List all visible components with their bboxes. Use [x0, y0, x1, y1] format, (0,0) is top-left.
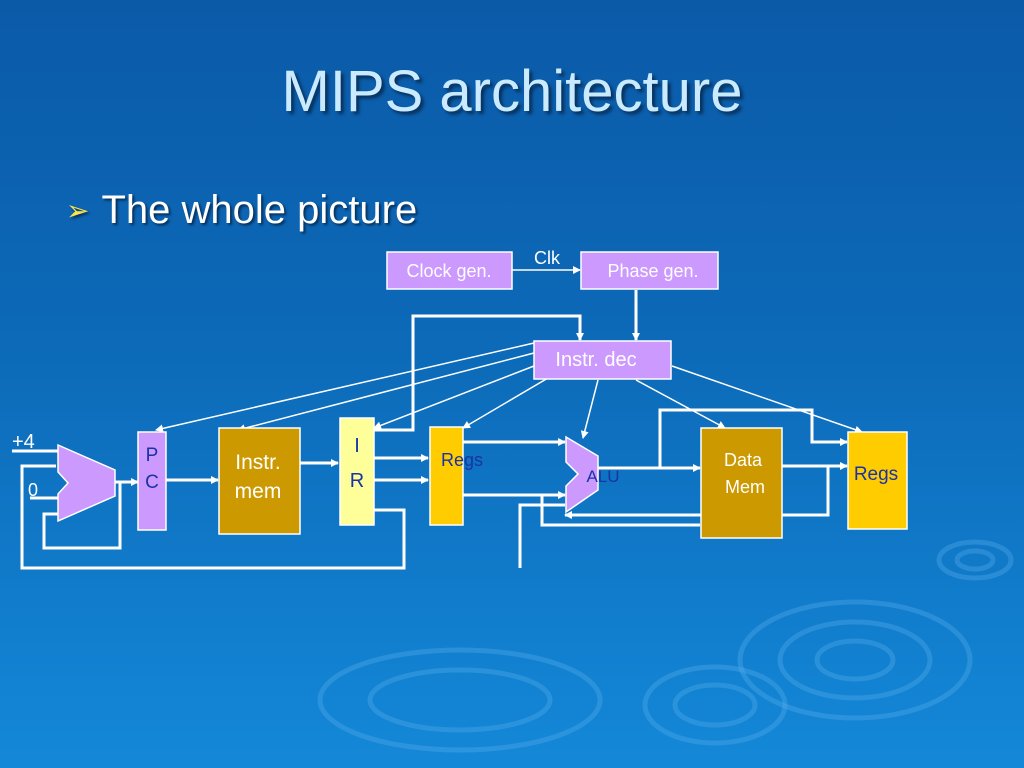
data-mem-box	[700, 427, 783, 539]
dec-to-alu-wire	[580, 379, 599, 439]
pc-label-c: C	[145, 472, 159, 493]
phase-gen-label: Phase gen.	[607, 261, 698, 281]
pc-label-p: P	[146, 445, 159, 466]
write-regs-box	[847, 431, 908, 530]
ripple-decoration	[317, 539, 1014, 753]
alu-label: ALU	[586, 467, 619, 486]
data-mem-label-line1: Data	[724, 450, 763, 470]
clk-label: Clk	[534, 248, 561, 268]
clock-gen-box	[386, 251, 513, 290]
ir-label-r: R	[350, 470, 364, 492]
read-regs-label: Regs	[441, 450, 483, 470]
alu-shape	[565, 435, 599, 514]
data-mem-label-line2: Mem	[725, 477, 765, 497]
instr-mem-label-line2: mem	[235, 480, 282, 503]
instr-mem-box	[218, 427, 301, 535]
instr-dec-box	[533, 340, 672, 380]
pc-adder-mux	[57, 443, 116, 523]
arrow-bullet-icon: ➢	[66, 195, 90, 226]
ir-box	[339, 417, 375, 526]
write-regs-label: Regs	[854, 464, 898, 485]
ir-jump-wire	[20, 464, 406, 570]
slide-title: MIPS architecture	[281, 59, 743, 124]
phase-gen-box	[580, 251, 719, 290]
alu-bypass-wire	[658, 408, 848, 468]
dec-to-ir-wire	[373, 365, 535, 430]
writeback-wire	[564, 466, 830, 519]
bullet-item: ➢ The whole picture	[66, 188, 417, 233]
ir-to-dec-feedback-wire	[374, 314, 584, 432]
clock-gen-label: Clock gen.	[406, 261, 491, 281]
ir-label-i: I	[354, 435, 360, 457]
bullet-text: The whole picture	[101, 188, 418, 232]
dec-to-regs-wire	[462, 377, 549, 429]
instr-mem-label-line1: Instr.	[235, 451, 281, 474]
read-regs-box	[429, 426, 464, 526]
dec-to-write-regs-wire	[671, 365, 863, 434]
dec-to-instr-mem-wire	[237, 352, 535, 433]
dec-to-pc-wire	[155, 342, 535, 433]
zero-label: 0	[28, 480, 38, 500]
pc-box	[137, 431, 167, 531]
plus4-label: +4	[12, 431, 35, 453]
branch-return-wire	[518, 503, 565, 568]
dec-to-data-mem-wire	[635, 379, 726, 429]
instr-dec-label: Instr. dec	[555, 349, 636, 371]
